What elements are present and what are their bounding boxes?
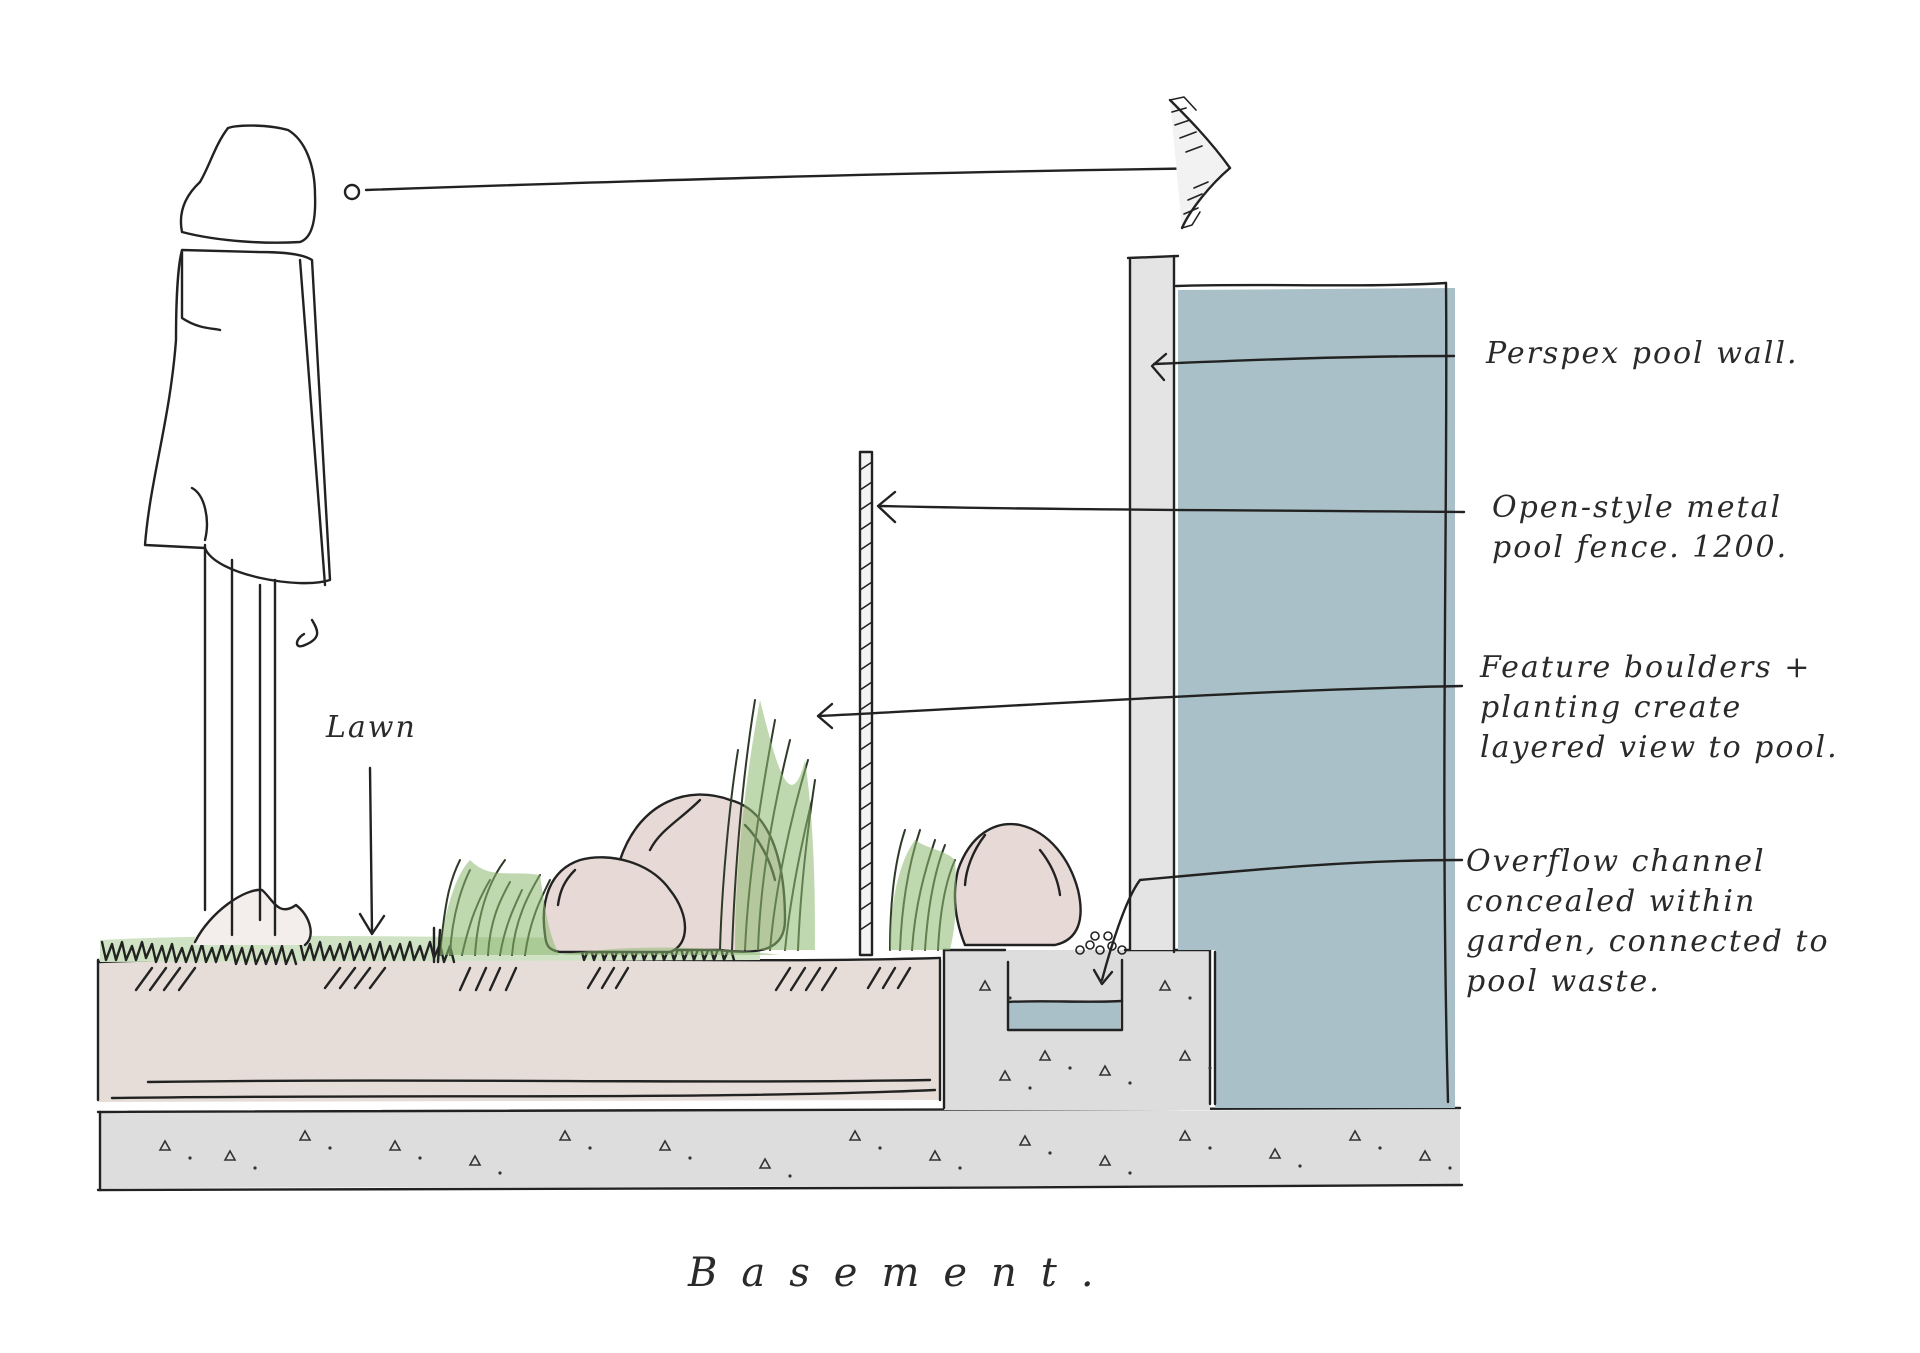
aggregate-dot bbox=[958, 1166, 962, 1170]
aggregate-dot bbox=[1448, 1166, 1452, 1170]
leader-lines bbox=[816, 352, 1466, 986]
aggregate-speck bbox=[1018, 1134, 1032, 1146]
small-rocks bbox=[193, 888, 312, 947]
aggregate-speck bbox=[1098, 1154, 1112, 1166]
aggregate-dot bbox=[418, 1156, 422, 1160]
aggregate-speck bbox=[1098, 1064, 1112, 1076]
aggregate-speck bbox=[1418, 1149, 1432, 1161]
aggregate-speck bbox=[1038, 1049, 1052, 1061]
overflow-label: Overflow channel concealed within garden… bbox=[1466, 842, 1830, 1002]
sight-line bbox=[364, 96, 1232, 230]
aggregate-dot bbox=[1128, 1081, 1132, 1085]
aggregate-speck bbox=[1348, 1129, 1362, 1141]
fence-label-line-2: pool fence. 1200. bbox=[1492, 530, 1789, 565]
aggregate-dot bbox=[588, 1146, 592, 1150]
aggregate-dot bbox=[1378, 1146, 1382, 1150]
overflow-label-line-1: Overflow channel bbox=[1466, 844, 1766, 879]
aggregate-speck bbox=[468, 1154, 482, 1166]
aggregate-dot bbox=[1208, 1146, 1212, 1150]
aggregate-dot bbox=[1028, 1086, 1032, 1090]
overflow-label-line-3: garden, connected to bbox=[1466, 924, 1830, 959]
boulders-label-line-3: layered view to pool. bbox=[1480, 730, 1839, 765]
concrete-slab bbox=[96, 1106, 1464, 1192]
aggregate-dot bbox=[788, 1174, 792, 1178]
aggregate-dot bbox=[1008, 996, 1012, 1000]
aggregate-dot bbox=[328, 1146, 332, 1150]
aggregate-dot bbox=[1208, 1066, 1212, 1070]
boulders-label-line-2: planting create bbox=[1480, 690, 1743, 725]
planting-colour bbox=[440, 700, 957, 955]
aggregate-speck bbox=[998, 1069, 1012, 1081]
perspex-wall-label: Perspex pool wall. bbox=[1486, 336, 1799, 371]
lawn-label: Lawn bbox=[326, 710, 417, 745]
aggregate-dot bbox=[878, 1146, 882, 1150]
soil-bed bbox=[96, 956, 942, 1102]
concrete-aggregate bbox=[158, 979, 1452, 1178]
aggregate-dot bbox=[1128, 1171, 1132, 1175]
fence-label: Open-style metal pool fence. 1200. bbox=[1492, 488, 1788, 568]
aggregate-dot bbox=[1188, 996, 1192, 1000]
aggregate-speck bbox=[558, 1129, 572, 1141]
aggregate-dot bbox=[253, 1166, 257, 1170]
aggregate-dot bbox=[1068, 1066, 1072, 1070]
aggregate-dot bbox=[498, 1171, 502, 1175]
aggregate-speck bbox=[388, 1139, 402, 1151]
overflow-label-line-2: concealed within bbox=[1466, 884, 1757, 919]
aggregate-speck bbox=[1178, 1049, 1192, 1061]
aggregate-speck bbox=[978, 979, 992, 991]
aggregate-dot bbox=[1048, 1151, 1052, 1155]
perspex-wall bbox=[1126, 254, 1180, 954]
aggregate-dot bbox=[1298, 1164, 1302, 1168]
aggregate-dot bbox=[688, 1156, 692, 1160]
overflow-channel bbox=[1006, 958, 1124, 1032]
aggregate-speck bbox=[223, 1149, 237, 1161]
aggregate-speck bbox=[1158, 979, 1172, 991]
aggregate-speck bbox=[848, 1129, 862, 1141]
aggregate-speck bbox=[658, 1139, 672, 1151]
pool-water bbox=[1174, 281, 1455, 1108]
aggregate-speck bbox=[1178, 1129, 1192, 1141]
boulders-label-line-1: Feature boulders + bbox=[1480, 650, 1812, 685]
overflow-label-line-4: pool waste. bbox=[1466, 964, 1661, 999]
boulders-label: Feature boulders + planting create layer… bbox=[1480, 648, 1839, 768]
pool-fence bbox=[858, 450, 874, 957]
basement-label: Basement. bbox=[688, 1250, 1118, 1296]
aggregate-speck bbox=[298, 1129, 312, 1141]
person-figure bbox=[143, 124, 361, 937]
gravel bbox=[1075, 931, 1127, 955]
fence-label-line-1: Open-style metal bbox=[1492, 490, 1783, 525]
aggregate-speck bbox=[1268, 1147, 1282, 1159]
aggregate-speck bbox=[928, 1149, 942, 1161]
aggregate-speck bbox=[758, 1157, 772, 1169]
aggregate-speck bbox=[158, 1139, 172, 1151]
lawn-arrow bbox=[358, 766, 386, 936]
aggregate-dot bbox=[188, 1156, 192, 1160]
